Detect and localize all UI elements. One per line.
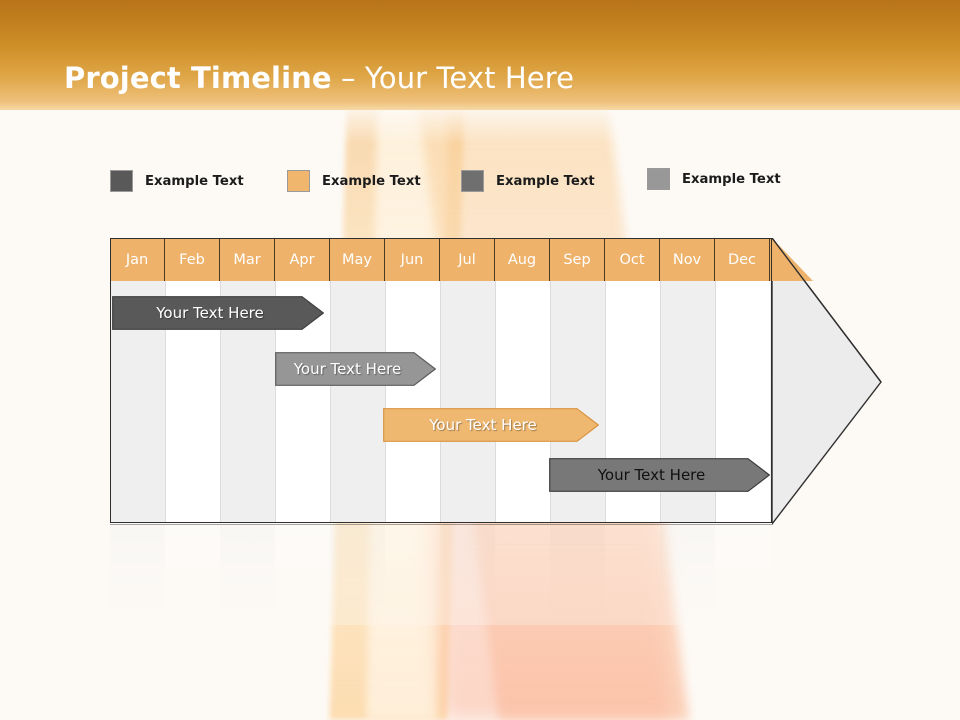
reflection-column-sep — [550, 525, 605, 625]
legend-label-4: Example Text — [682, 171, 781, 187]
month-header-mar[interactable]: Mar — [220, 238, 275, 281]
month-header-jan[interactable]: Jan — [110, 238, 165, 281]
reflection-column-jul — [440, 525, 495, 625]
reflection-fade-mask — [110, 525, 882, 625]
chart-column-jan — [110, 238, 165, 523]
reflection-edge-line — [110, 524, 772, 525]
legend-swatch-icon-3 — [461, 170, 484, 192]
legend-swatch-icon-1 — [110, 170, 133, 192]
legend-item-4[interactable]: Example Text — [647, 168, 781, 190]
chart-column-jul — [440, 238, 495, 523]
task-bar-label-1: Your Text Here — [156, 304, 264, 322]
month-header-jun[interactable]: Jun — [385, 238, 440, 281]
chart-column-aug — [495, 238, 550, 523]
chart-reflection — [110, 525, 882, 625]
legend-label-1: Example Text — [145, 173, 244, 189]
month-header-may[interactable]: May — [330, 238, 385, 281]
legend-item-1[interactable]: Example Text — [110, 170, 244, 192]
reflection-column-dec — [715, 525, 770, 625]
month-header-nov[interactable]: Nov — [660, 238, 715, 281]
legend-swatch-icon-4 — [647, 168, 670, 190]
legend-label-2: Example Text — [322, 173, 421, 189]
reflection-column-aug — [495, 525, 550, 625]
column-separator-10 — [660, 281, 661, 523]
reflection-column-apr — [275, 525, 330, 625]
reflection-column-jun — [385, 525, 440, 625]
reflection-column-oct — [605, 525, 660, 625]
column-separator-2 — [220, 281, 221, 523]
column-separator-7 — [495, 281, 496, 523]
legend-label-3: Example Text — [496, 173, 595, 189]
task-bar-4[interactable]: Your Text Here — [549, 458, 770, 492]
month-header-dec[interactable]: Dec — [715, 238, 770, 281]
page-title-bold: Project Timeline — [64, 61, 332, 95]
legend-swatch-icon-2 — [287, 170, 310, 192]
reflection-column-feb — [165, 525, 220, 625]
month-header-apr[interactable]: Apr — [275, 238, 330, 281]
column-separator-9 — [605, 281, 606, 523]
header-band: Project Timeline – Your Text Here — [0, 0, 960, 110]
task-bar-2[interactable]: Your Text Here — [275, 352, 436, 386]
column-separator-11 — [715, 281, 716, 523]
column-separator-6 — [440, 281, 441, 523]
page-title-rest: – Your Text Here — [331, 61, 575, 95]
reflection-column-may — [330, 525, 385, 625]
column-separator-4 — [330, 281, 331, 523]
month-header-jul[interactable]: Jul — [440, 238, 495, 281]
beam-top-fade — [0, 104, 960, 144]
timeline-arrow-head — [772, 238, 882, 525]
column-separator-1 — [165, 281, 166, 523]
reflection-column-jan — [110, 525, 165, 625]
reflection-column-mar — [220, 525, 275, 625]
task-bar-label-2: Your Text Here — [293, 360, 402, 378]
reflection-column-nov — [660, 525, 715, 625]
task-bar-shape-1 — [112, 296, 324, 330]
month-header-oct[interactable]: Oct — [605, 238, 660, 281]
month-header-sep[interactable]: Sep — [550, 238, 605, 281]
chart-column-feb — [165, 238, 220, 523]
month-header-feb[interactable]: Feb — [165, 238, 220, 281]
task-bar-label-3: Your Text Here — [429, 416, 537, 434]
month-header-aug[interactable]: Aug — [495, 238, 550, 281]
task-bar-label-4: Your Text Here — [597, 466, 706, 484]
column-separator-5 — [385, 281, 386, 523]
chart-column-mar — [220, 238, 275, 523]
page-title: Project Timeline – Your Text Here — [64, 61, 574, 95]
legend-item-3[interactable]: Example Text — [461, 170, 595, 192]
column-separator-3 — [275, 281, 276, 523]
column-separator-8 — [550, 281, 551, 523]
legend-item-2[interactable]: Example Text — [287, 170, 421, 192]
task-bar-3[interactable]: Your Text Here — [383, 408, 599, 442]
task-bar-1[interactable]: Your Text Here — [112, 296, 324, 330]
